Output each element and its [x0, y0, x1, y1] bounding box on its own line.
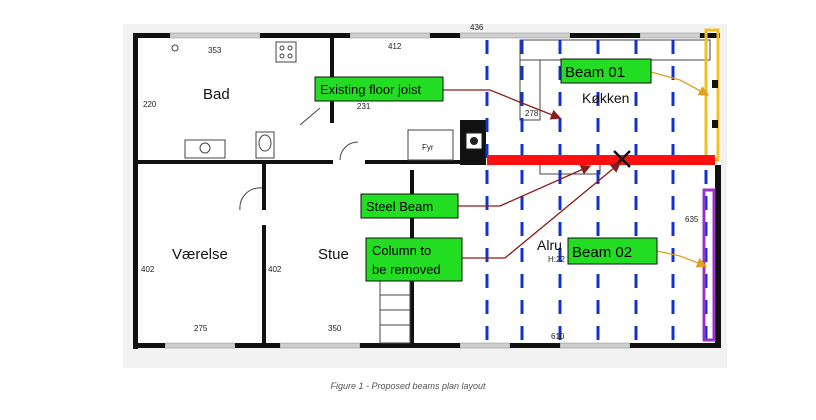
figure-caption: Figure 1 - Proposed beams plan layout	[330, 381, 486, 391]
dim-275: 275	[194, 324, 208, 333]
callout-beam-01: Beam 01	[560, 58, 652, 84]
callout-column-removed: Column to be removed	[365, 237, 463, 282]
dim-402-mid: 402	[268, 265, 282, 274]
dim-412: 412	[388, 42, 402, 51]
svg-text:Beam 01: Beam 01	[565, 64, 625, 81]
callout-arrows	[443, 71, 710, 268]
dim-353: 353	[208, 46, 222, 55]
room-alrum: Alru	[537, 237, 562, 253]
room-vaerelse: Værelse	[172, 246, 228, 263]
room-fyr: Fyr	[422, 143, 434, 152]
dim-220: 220	[143, 100, 157, 109]
room-bad: Bad	[203, 86, 230, 103]
dim-231: 231	[357, 102, 371, 111]
svg-text:Column to: Column to	[372, 243, 431, 258]
room-stue: Stue	[318, 246, 349, 263]
steel-beam	[487, 155, 715, 165]
dim-278: 278	[525, 109, 539, 118]
svg-text:Existing floor joist: Existing floor joist	[320, 82, 422, 97]
callout-beam-02: Beam 02	[567, 237, 658, 265]
callout-steel-beam: Steel Beam	[360, 193, 459, 219]
boiler	[465, 132, 483, 150]
dim-402-left: 402	[141, 265, 155, 274]
callout-existing-joist: Existing floor joist	[314, 76, 444, 102]
dim-436: 436	[470, 23, 484, 32]
dim-635: 635	[685, 215, 699, 224]
room-alrum-height: H:22	[548, 255, 565, 264]
svg-text:Beam 02: Beam 02	[572, 244, 632, 261]
dim-350: 350	[328, 324, 342, 333]
room-kokken: Køkken	[582, 90, 629, 106]
svg-text:be removed: be removed	[372, 262, 441, 277]
dim-610: 610	[551, 332, 565, 341]
windows	[164, 32, 701, 349]
svg-text:Steel Beam: Steel Beam	[366, 199, 433, 214]
